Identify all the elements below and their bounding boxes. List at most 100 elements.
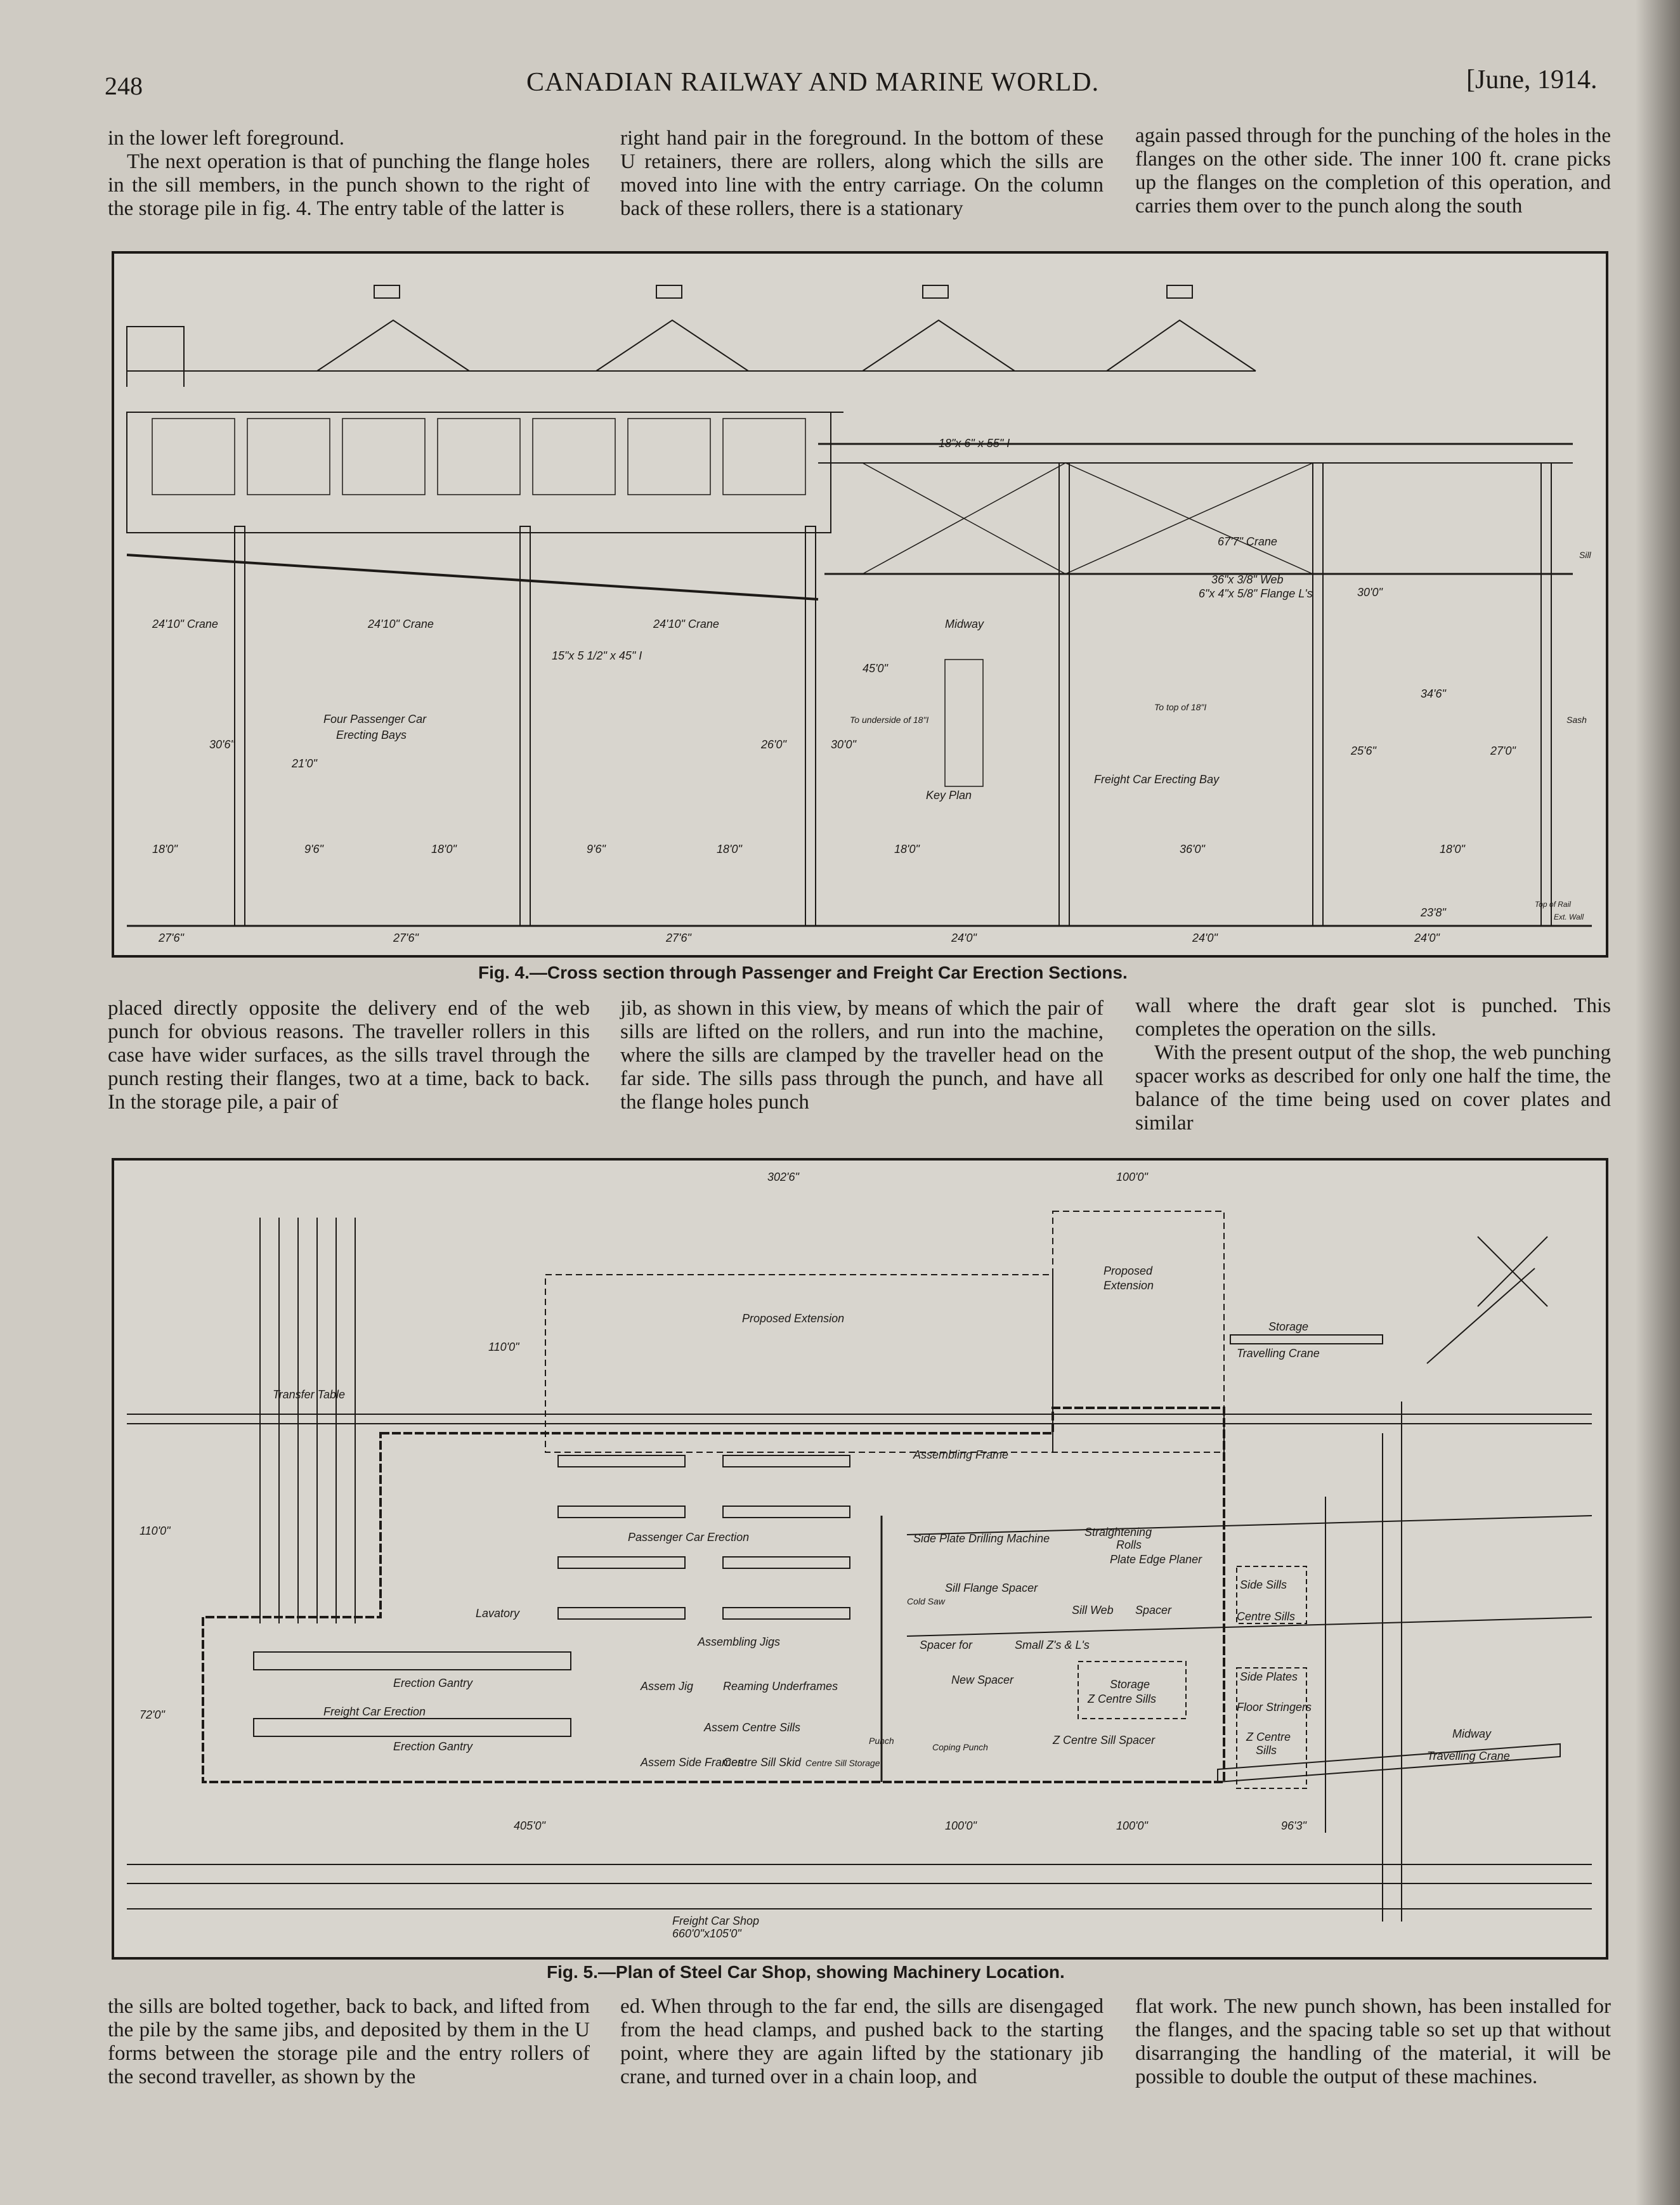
fig5-label: Assem Side Frames [640,1756,743,1769]
fig5-label: Assembling Jigs [697,1636,780,1648]
fig4-label: 18'0" [1440,843,1466,855]
bottom-column-2: ed. When through to the far end, the sil… [620,1995,1104,2089]
fig5-label: Z Centre Sill Spacer [1052,1734,1156,1746]
fig5-label: Plate Edge Planer [1110,1553,1202,1566]
fig5-label: 110'0" [488,1341,520,1353]
fig4-label: 9'6" [304,843,324,855]
fig5-label: 405'0" [514,1819,546,1832]
fig5-label: Straightening [1084,1526,1152,1538]
fig4-label: 24'10" Crane [152,618,218,630]
paragraph: jib, as shown in this view, by means of … [620,997,1104,1114]
fig5-label: Coping Punch [932,1742,988,1752]
bottom-column-1: the sills are bolted together, back to b… [108,1995,590,2089]
top-column-3: again passed through for the punching of… [1135,124,1611,218]
fig4-label: 18'0" [431,843,457,855]
fig5-label: Erection Gantry [393,1677,473,1689]
fig4-label: Freight Car Erecting Bay [1094,773,1220,786]
page-number: 248 [105,72,143,100]
fig4-label: 18"x 6" x 55" I [939,437,1010,450]
fig4-label: 18'0" [152,843,178,855]
fig5-label: Z Centre Sills [1087,1693,1156,1705]
paragraph: again passed through for the punching of… [1135,124,1611,218]
fig5-label: 302'6" [767,1171,800,1183]
fig5-label: Reaming Underframes [723,1680,838,1693]
fig5-label: Proposed Extension [742,1312,844,1325]
fig4-label: 18'0" [894,843,920,855]
shop-plan-drawing: 302'6" 100'0" Proposed Extension Propose… [127,1171,1592,1940]
figure-4-caption: Fig. 4.—Cross section through Passenger … [478,963,1128,982]
figure-5-caption: Fig. 5.—Plan of Steel Car Shop, showing … [547,1962,1065,1982]
fig5-label: Extension [1104,1279,1154,1292]
fig4-label: 30'0" [1357,586,1383,599]
paragraph: The next operation is that of punching t… [108,150,590,220]
fig5-label: Side Plates [1240,1670,1298,1683]
top-column-1: in the lower left foreground. The next o… [108,127,590,221]
fig5-label: Midway [1452,1727,1492,1740]
fig5-label: Punch [869,1736,894,1746]
mid-column-1: placed directly opposite the delivery en… [108,997,590,1114]
journal-title: CANADIAN RAILWAY AND MARINE WORLD. [526,68,1100,97]
paragraph: in the lower left foreground. [108,127,344,150]
fig5-label: Storage [1268,1320,1308,1333]
fig4-label: 25'6" [1350,745,1377,757]
fig5-label: Lavatory [476,1607,520,1620]
fig5-label: Erection Gantry [393,1740,473,1753]
mid-column-2: jib, as shown in this view, by means of … [620,997,1104,1114]
fig5-label: Spacer [1135,1604,1172,1616]
fig5-label: Floor Stringers [1237,1701,1312,1714]
fig5-label: 100'0" [1116,1171,1149,1183]
fig5-label: New Spacer [951,1674,1014,1686]
fig5-label: Side Plate Drilling Machine [913,1532,1050,1545]
paragraph: flat work. The new punch shown, has been… [1135,1995,1611,2088]
fig5-label: Assembling Frame [913,1448,1008,1461]
fig5-label: Sill Flange Spacer [945,1582,1038,1594]
fig5-label: 660'0"x105'0" [672,1927,742,1940]
issue-date: [June, 1914. [1466,65,1598,94]
fig4-label: Top of Rail [1535,900,1571,909]
fig5-label: Transfer Table [273,1388,345,1401]
fig4-label: 6"x 4"x 5/8" Flange L's [1199,587,1313,600]
fig5-label: Cold Saw [907,1596,946,1606]
fig5-label: 72'0" [140,1708,166,1721]
fig4-label: 34'6" [1421,687,1447,700]
fig5-label: Assem Jig [640,1680,693,1693]
fig4-label: 27'6" [393,932,419,944]
fig4-label: 24'0" [951,932,977,944]
fig4-label: 24'0" [1192,932,1218,944]
fig4-label: 67'7" Crane [1218,535,1277,548]
fig5-label: 96'3" [1281,1819,1307,1832]
fig4-label: 27'0" [1490,745,1516,757]
fig4-label: 21'0" [291,757,318,770]
bottom-column-3: flat work. The new punch shown, has been… [1135,1995,1611,2089]
fig5-label: Z Centre [1246,1731,1291,1743]
fig4-label: 36'0" [1180,843,1206,855]
fig4-label: Ext. Wall [1554,913,1584,921]
paragraph: right hand pair in the foreground. In th… [620,127,1104,220]
fig5-label: 100'0" [945,1819,977,1832]
fig5-label: Sill Web [1072,1604,1114,1616]
top-column-2: right hand pair in the foreground. In th… [620,127,1104,221]
fig4-label: 27'6" [665,932,692,944]
fig5-label: Passenger Car Erection [628,1531,749,1544]
fig4-label: 27'6" [158,932,185,944]
paragraph: the sills are bolted together, back to b… [108,1995,590,2088]
fig5-label: Storage [1110,1678,1150,1691]
paragraph: With the present output of the shop, the… [1135,1041,1611,1135]
fig4-label: 9'6" [587,843,606,855]
fig5-label: Small Z's & L's [1015,1639,1090,1651]
fig4-label: 26'0" [760,738,787,751]
fig4-label: Sill [1579,550,1592,560]
fig4-label: Erecting Bays [336,729,407,741]
paragraph: ed. When through to the far end, the sil… [620,1995,1104,2088]
fig5-label: 110'0" [140,1525,171,1537]
fig4-label: Four Passenger Car [323,713,427,725]
fig5-label: Sills [1256,1744,1277,1757]
fig5-label: Proposed [1104,1265,1153,1277]
fig4-label: To underside of 18"I [850,715,928,725]
fig5-label: Assem Centre Sills [703,1721,800,1734]
fig4-label: 30'6" [209,738,235,751]
fig4-label: 30'0" [831,738,857,751]
mid-column-3: wall where the draft gear slot is punche… [1135,994,1611,1135]
fig5-label: Freight Car Erection [323,1705,426,1718]
